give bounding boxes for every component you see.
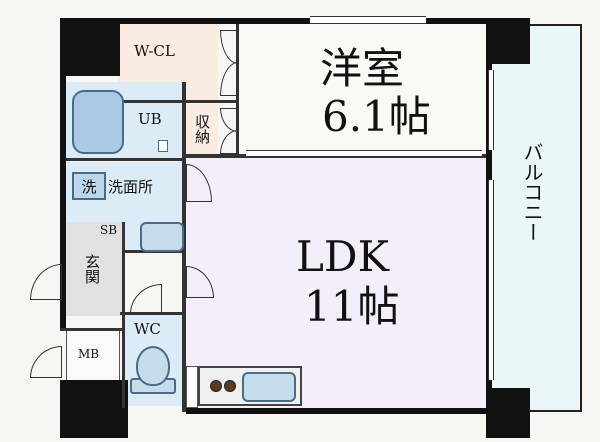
storage-label: 収納 — [193, 114, 211, 144]
wall-mb-top — [60, 328, 124, 331]
wall-top-right-block — [486, 18, 530, 64]
bathtub-icon — [72, 90, 124, 154]
toilet-icon — [136, 346, 170, 386]
storage-door-top — [220, 108, 238, 132]
balcony-label: バルコニー — [520, 142, 544, 242]
stove-burner-icon — [224, 380, 236, 392]
wall-closet-bottom — [118, 100, 238, 103]
ldk-size: 11帖 — [304, 282, 400, 331]
ldk-name: LDK — [296, 232, 389, 281]
entrance-area — [66, 222, 124, 316]
bath-label: UB — [138, 110, 162, 128]
washroom-label: 洗面所 — [108, 178, 154, 196]
wall-left-lower — [60, 380, 128, 438]
storage-area — [186, 104, 218, 156]
wall-bottom — [186, 408, 490, 414]
kitchen-sink-icon — [242, 372, 296, 402]
wall-bottom-right-block — [486, 388, 530, 438]
closet-door-right — [220, 62, 238, 96]
entrance-label: 玄関 — [83, 254, 101, 284]
wall-top-left — [60, 18, 120, 76]
washbasin-icon — [140, 222, 184, 252]
western-room-size: 6.1帖 — [322, 92, 431, 141]
wash-icon: 洗 — [72, 172, 106, 200]
shoe-box-label: SB — [100, 223, 118, 237]
wall-toilet-left — [122, 312, 125, 408]
storage-door-bottom — [220, 130, 238, 154]
stove-burner-icon — [210, 380, 222, 392]
western-room-area — [238, 24, 486, 156]
entrance-door — [30, 264, 62, 300]
walk-in-closet-label: W-CL — [134, 42, 175, 60]
toilet-label: WC — [134, 320, 161, 338]
partition-sliding — [246, 150, 482, 157]
wall-genkan-right — [122, 222, 125, 316]
window-sliding-ldk — [488, 180, 494, 380]
window-yoshitsu-top — [310, 16, 426, 24]
wall-bath-right — [182, 82, 186, 412]
meter-box-label: MB — [78, 347, 100, 361]
meter-box-area — [66, 330, 120, 382]
toilet-door — [130, 284, 162, 314]
window-sliding-yoshitsu — [488, 70, 494, 150]
mb-door — [30, 346, 62, 378]
wall-bath-bottom — [66, 158, 186, 161]
shower-icon — [158, 140, 168, 152]
wall-left — [60, 70, 66, 330]
fridge-space — [186, 366, 198, 408]
western-room-name: 洋室 — [320, 44, 405, 93]
wall-top — [118, 18, 490, 24]
closet-door-left — [220, 30, 238, 64]
